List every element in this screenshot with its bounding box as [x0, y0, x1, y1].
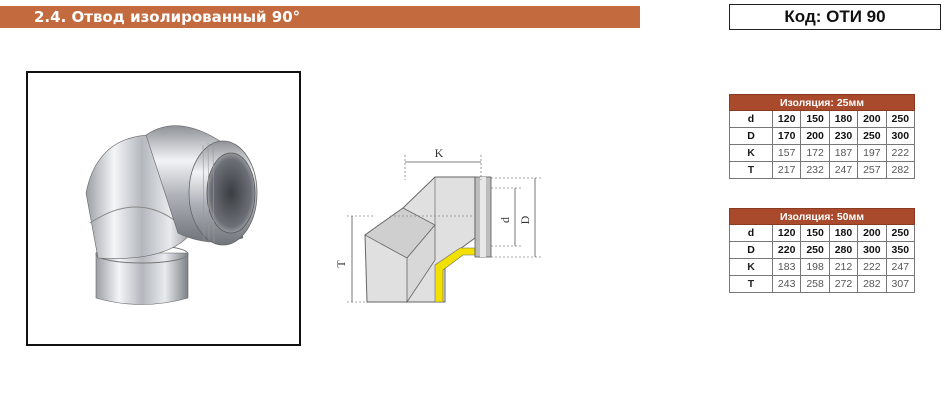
cell: 197 [857, 144, 887, 162]
spec-table-50mm: Изоляция: 50мм d 120 150 180 200 250 D 2… [729, 208, 916, 293]
cell: 282 [885, 161, 916, 179]
cell: 300 [885, 127, 916, 145]
cell: 217 [771, 161, 802, 179]
cell: 200 [857, 110, 887, 128]
table-caption: Изоляция: 50мм [729, 208, 915, 225]
cell: 212 [828, 258, 859, 276]
cell: 247 [885, 258, 916, 276]
cell: 350 [885, 241, 916, 259]
title-bar: 2.4. Отвод изолированный 90° [0, 6, 640, 28]
spec-table-25mm: Изоляция: 25мм d 120 150 180 200 250 D 1… [729, 94, 916, 179]
cell: 180 [828, 224, 859, 242]
cell: 243 [771, 275, 802, 293]
cell: 172 [800, 144, 830, 162]
cell: 282 [857, 275, 887, 293]
cell: 307 [885, 275, 916, 293]
row-label: D [729, 127, 773, 145]
row-label: T [729, 275, 773, 293]
table-row: T 243 258 272 282 307 [729, 275, 916, 293]
table-row: T 217 232 247 257 282 [729, 161, 916, 179]
cell: 257 [857, 161, 887, 179]
cell: 220 [771, 241, 802, 259]
cell: 250 [800, 241, 830, 259]
cell: 200 [857, 224, 887, 242]
table-row: D 170 200 230 250 300 [729, 127, 916, 145]
row-label: K [729, 258, 773, 276]
cell: 272 [828, 275, 859, 293]
cell: 157 [771, 144, 802, 162]
table-row: K 183 198 212 222 247 [729, 258, 916, 276]
cell: 183 [771, 258, 802, 276]
cell: 120 [771, 110, 802, 128]
cell: 180 [828, 110, 859, 128]
cell: 120 [771, 224, 802, 242]
dimension-diagram: K T d D [335, 140, 565, 310]
cell: 250 [885, 110, 916, 128]
cell: 230 [828, 127, 859, 145]
cell: 200 [800, 127, 830, 145]
elbow-photo-image [85, 125, 258, 305]
table-row: D 220 250 280 300 350 [729, 241, 916, 259]
cell: 222 [857, 258, 887, 276]
row-label: d [729, 110, 773, 128]
row-label: d [729, 224, 773, 242]
table-row: d 120 150 180 200 250 [729, 110, 916, 128]
cell: 247 [828, 161, 859, 179]
cell: 187 [828, 144, 859, 162]
row-label: K [729, 144, 773, 162]
table-caption: Изоляция: 25мм [729, 94, 915, 111]
label-d-big: D [518, 215, 532, 224]
row-label: T [729, 161, 773, 179]
cell: 222 [885, 144, 916, 162]
cell: 150 [800, 110, 830, 128]
label-d-small: d [498, 217, 512, 223]
table-row: d 120 150 180 200 250 [729, 224, 916, 242]
cell: 170 [771, 127, 802, 145]
row-label: D [729, 241, 773, 259]
product-photo [26, 71, 301, 346]
cell: 232 [800, 161, 830, 179]
page-title: 2.4. Отвод изолированный 90° [34, 8, 301, 26]
cell: 198 [800, 258, 830, 276]
cell: 280 [828, 241, 859, 259]
cell: 258 [800, 275, 830, 293]
label-t: T [335, 260, 348, 268]
cell: 250 [885, 224, 916, 242]
cell: 150 [800, 224, 830, 242]
product-code: Код: ОТИ 90 [729, 4, 941, 30]
table-row: K 157 172 187 197 222 [729, 144, 916, 162]
cell: 300 [857, 241, 887, 259]
cell: 250 [857, 127, 887, 145]
label-k: K [435, 146, 444, 160]
